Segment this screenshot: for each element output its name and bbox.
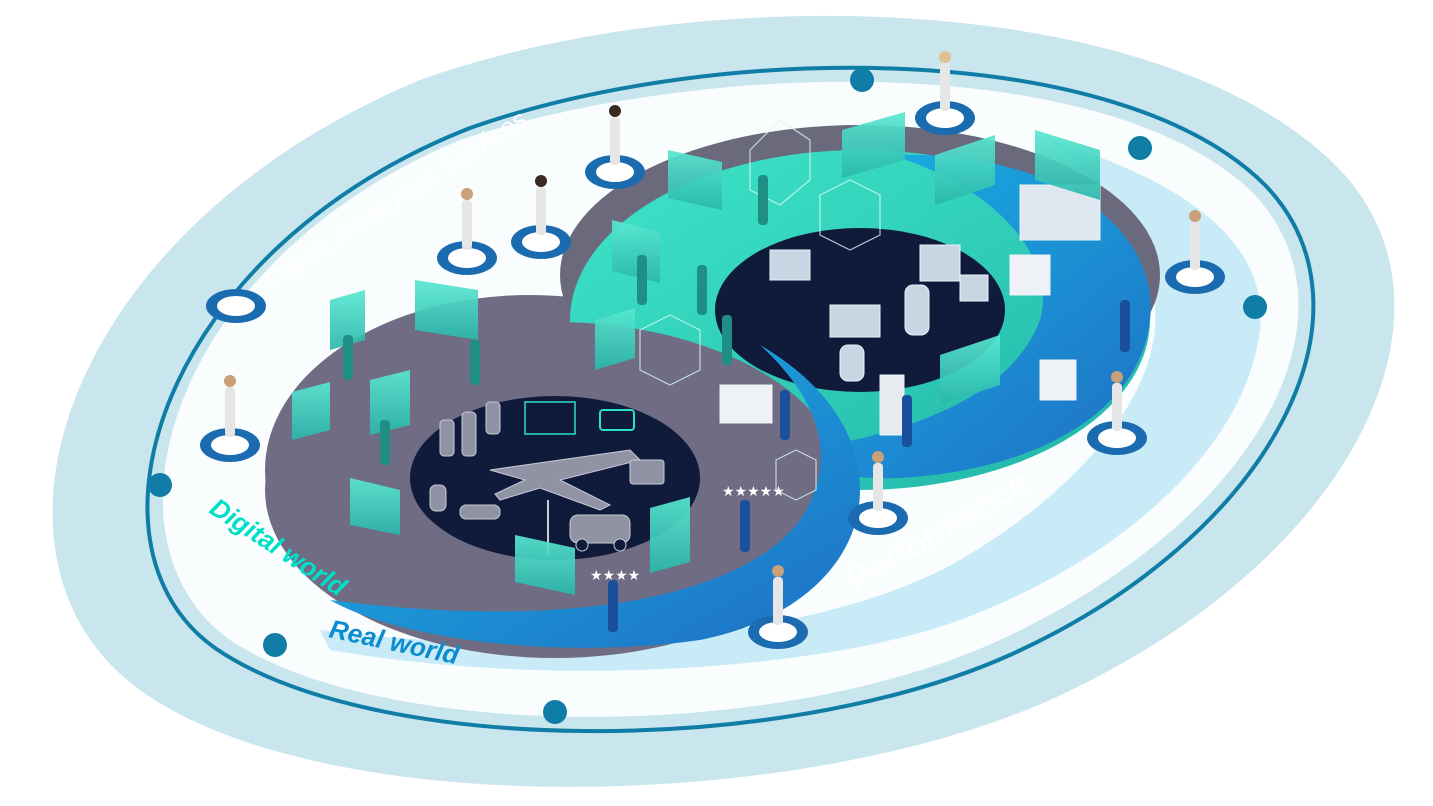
holographic-screen-icon — [515, 535, 575, 595]
bottle-icon — [461, 411, 477, 457]
tank-icon — [839, 344, 865, 382]
person-on-platform-icon — [511, 175, 571, 259]
machine-icon — [1009, 254, 1051, 296]
holographic-screen-icon — [935, 135, 995, 205]
worker-icon — [637, 255, 647, 305]
product-icons — [429, 401, 665, 555]
worker-icon — [343, 335, 353, 380]
rating-stars-icon: ★★★★ — [590, 568, 640, 584]
person-on-platform-icon — [1087, 371, 1147, 455]
holographic-screen-icon — [330, 290, 365, 350]
holographic-screen-icon — [595, 308, 635, 370]
roll-icon — [459, 504, 501, 520]
person-on-platform-icon — [437, 188, 497, 275]
track-node — [263, 633, 287, 657]
bottle-icon — [485, 401, 501, 435]
machine-icon — [769, 249, 811, 281]
wireframe-cube-icon — [819, 179, 881, 251]
wireframe-box-icon — [524, 401, 576, 435]
track-node — [148, 473, 172, 497]
person-on-platform-icon — [915, 51, 975, 135]
machine-icon — [829, 304, 881, 338]
holo-screens — [292, 112, 1100, 595]
machine-icon — [1039, 359, 1077, 401]
holographic-screen-icon — [842, 112, 905, 178]
workers — [343, 175, 1130, 632]
worker-icon — [1120, 300, 1130, 352]
worker-icon — [608, 580, 618, 632]
tank-icon — [904, 284, 930, 336]
wireframe-cube-icon — [749, 119, 811, 206]
holographic-screen-icon — [612, 220, 660, 283]
wireframe-cubes — [639, 119, 881, 501]
person-on-platform-icon — [200, 375, 260, 462]
worker-icon — [740, 500, 750, 552]
track-node — [1243, 295, 1267, 319]
holographic-screen-icon — [1035, 130, 1100, 200]
robot-arm-icon — [959, 274, 989, 302]
holographic-screen-icon — [350, 478, 400, 535]
worker-icon — [722, 315, 732, 365]
can-icon — [429, 484, 447, 512]
worker-icon — [780, 390, 790, 440]
holographic-screen-icon — [940, 335, 1000, 405]
worker-icon — [758, 175, 768, 225]
rack-icon — [879, 374, 905, 436]
3d-printer-icon — [775, 449, 817, 501]
holographic-screen-icon — [415, 280, 478, 340]
track-node — [543, 700, 567, 724]
worker-icon — [902, 395, 912, 447]
wireframe-cube-icon — [639, 314, 701, 386]
rating-stars-icon: ★★★★★ — [722, 484, 785, 500]
person-on-platform-icon — [1165, 210, 1225, 294]
holographic-screen-icon — [370, 370, 410, 435]
holographic-screen-icon — [650, 497, 690, 573]
track-nodes — [148, 68, 1267, 724]
tablet-icon — [629, 459, 665, 485]
holographic-screen-icon — [668, 150, 722, 210]
airplane-icon — [489, 449, 641, 511]
machine-icon — [719, 384, 773, 424]
worker-icon — [470, 340, 480, 385]
person-on-platform-icon — [585, 105, 645, 189]
ratings: ★★★★★ ★★★★ — [590, 484, 785, 584]
person-on-platform-icon — [848, 451, 908, 535]
track-node — [1128, 136, 1152, 160]
person-on-platform-icon — [748, 565, 808, 649]
track-platforms — [200, 51, 1225, 649]
drone-icon — [599, 409, 635, 431]
person-on-platform-icon — [206, 289, 266, 323]
worker-icon — [380, 420, 390, 465]
machine-icon — [919, 244, 961, 282]
track-node — [850, 68, 874, 92]
worker-icon — [697, 265, 707, 315]
car-icon — [569, 514, 631, 544]
holographic-screen-icon — [292, 382, 330, 440]
bottle-icon — [439, 419, 455, 457]
